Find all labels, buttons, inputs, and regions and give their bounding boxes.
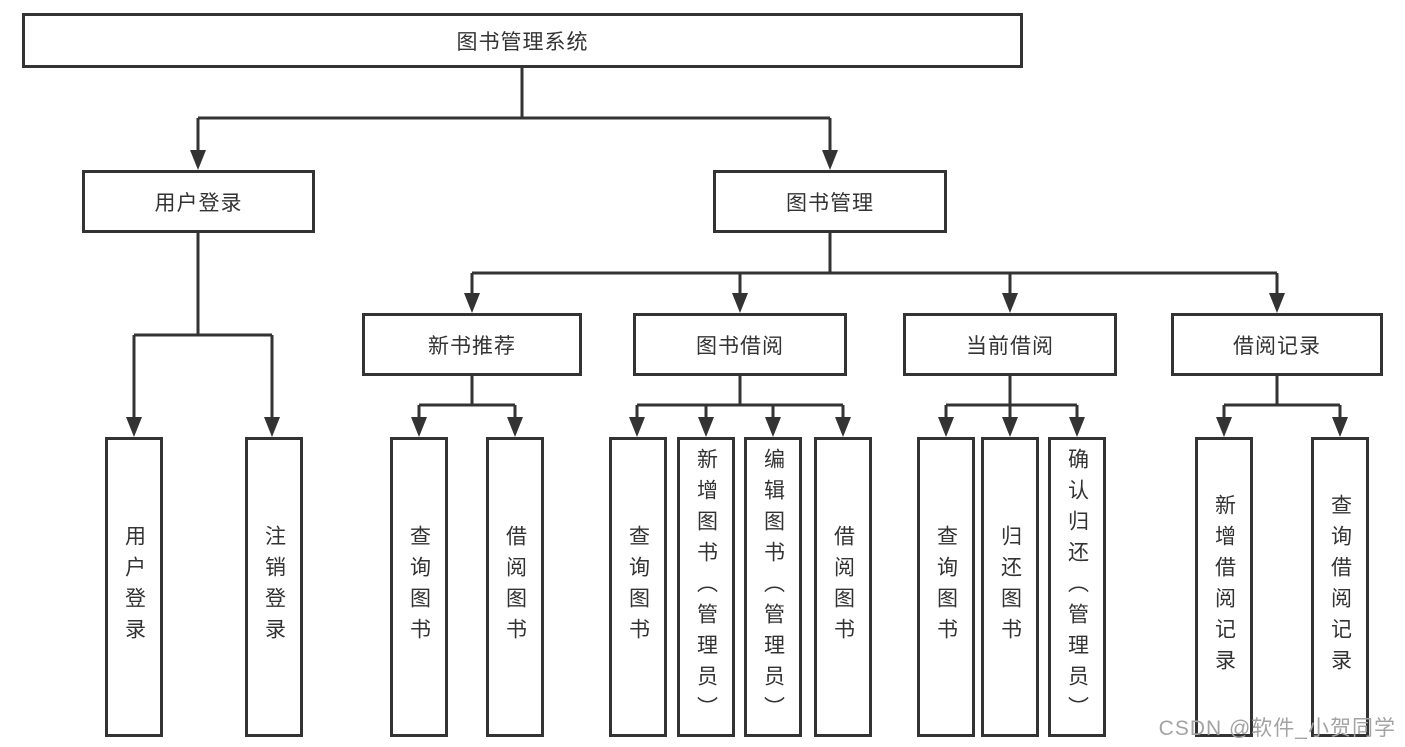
leaf-query-books-current: 查询图书 bbox=[917, 437, 975, 737]
node-label: 编辑图书（管理员） bbox=[761, 447, 785, 727]
connector-newbooks-to-leaves bbox=[411, 376, 523, 437]
arrowhead bbox=[190, 150, 206, 170]
arrowhead bbox=[464, 293, 480, 313]
node-label: 查询图书 bbox=[407, 525, 431, 649]
arrowhead bbox=[1269, 293, 1285, 313]
arrowhead bbox=[411, 417, 427, 437]
arrowhead bbox=[126, 417, 142, 437]
node-label: 新增图书（管理员） bbox=[694, 447, 718, 727]
connector-borrowrecords-to-leaves bbox=[1216, 376, 1348, 437]
arrowhead bbox=[835, 417, 851, 437]
arrowhead bbox=[732, 293, 748, 313]
node-book-borrow: 图书借阅 bbox=[633, 313, 847, 376]
leaf-logout: 注销登录 bbox=[245, 437, 303, 737]
node-label: 查询图书 bbox=[626, 525, 650, 649]
arrowhead bbox=[938, 417, 954, 437]
leaf-query-borrow-record: 查询借阅记录 bbox=[1311, 437, 1369, 737]
node-label: 归还图书 bbox=[998, 525, 1022, 649]
arrowhead bbox=[507, 417, 523, 437]
leaf-user-login: 用户登录 bbox=[105, 437, 163, 737]
node-label: 借阅记录 bbox=[1233, 334, 1321, 358]
connector-root-to-level2 bbox=[190, 68, 838, 170]
arrowhead bbox=[264, 417, 280, 437]
arrowhead bbox=[1332, 417, 1348, 437]
connector-bookborrow-to-leaves bbox=[629, 376, 851, 437]
leaf-borrow-books: 借阅图书 bbox=[814, 437, 872, 737]
node-label: 确认归还（管理员） bbox=[1065, 447, 1089, 727]
arrowhead bbox=[698, 417, 714, 437]
node-label: 图书管理 bbox=[786, 191, 874, 215]
leaf-edit-book-admin: 编辑图书（管理员） bbox=[744, 437, 802, 737]
node-label: 查询图书 bbox=[934, 525, 958, 649]
connector-userlogin-to-leaves bbox=[126, 233, 280, 437]
leaf-borrow-books-recommend: 借阅图书 bbox=[486, 437, 544, 737]
leaf-query-books-borrow: 查询图书 bbox=[609, 437, 667, 737]
leaf-confirm-return-admin: 确认归还（管理员） bbox=[1048, 437, 1106, 737]
arrowhead bbox=[1216, 417, 1232, 437]
arrowhead bbox=[629, 417, 645, 437]
leaf-add-book-admin: 新增图书（管理员） bbox=[677, 437, 735, 737]
node-label: 新增借阅记录 bbox=[1212, 494, 1236, 680]
node-label: 注销登录 bbox=[262, 525, 286, 649]
arrowhead bbox=[1002, 417, 1018, 437]
node-user-login: 用户登录 bbox=[82, 170, 315, 233]
arrowhead bbox=[1002, 293, 1018, 313]
arrowhead bbox=[765, 417, 781, 437]
leaf-return-books: 归还图书 bbox=[981, 437, 1039, 737]
arrowhead bbox=[822, 150, 838, 170]
connector-bookmgmt-to-level3 bbox=[464, 233, 1285, 313]
node-library-management-system: 图书管理系统 bbox=[22, 13, 1023, 68]
node-label: 图书管理系统 bbox=[456, 30, 589, 54]
leaf-query-books-recommend: 查询图书 bbox=[390, 437, 448, 737]
node-label: 借阅图书 bbox=[503, 525, 527, 649]
node-current-borrow: 当前借阅 bbox=[903, 313, 1117, 376]
node-label: 用户登录 bbox=[154, 191, 243, 215]
arrowhead bbox=[1069, 417, 1085, 437]
node-borrow-records: 借阅记录 bbox=[1171, 313, 1383, 376]
leaf-add-borrow-record: 新增借阅记录 bbox=[1195, 437, 1253, 737]
node-label: 图书借阅 bbox=[696, 334, 784, 358]
node-new-book-recommend: 新书推荐 bbox=[362, 313, 582, 376]
node-label: 借阅图书 bbox=[831, 525, 855, 649]
csdn-watermark: CSDN @软件_小贺同学 bbox=[1158, 717, 1396, 740]
node-label: 查询借阅记录 bbox=[1328, 494, 1352, 680]
node-label: 新书推荐 bbox=[428, 334, 516, 358]
node-label: 用户登录 bbox=[122, 525, 146, 649]
node-label: 当前借阅 bbox=[966, 334, 1054, 358]
connector-currentborrow-to-leaves bbox=[938, 376, 1085, 437]
node-book-management: 图书管理 bbox=[713, 170, 947, 233]
